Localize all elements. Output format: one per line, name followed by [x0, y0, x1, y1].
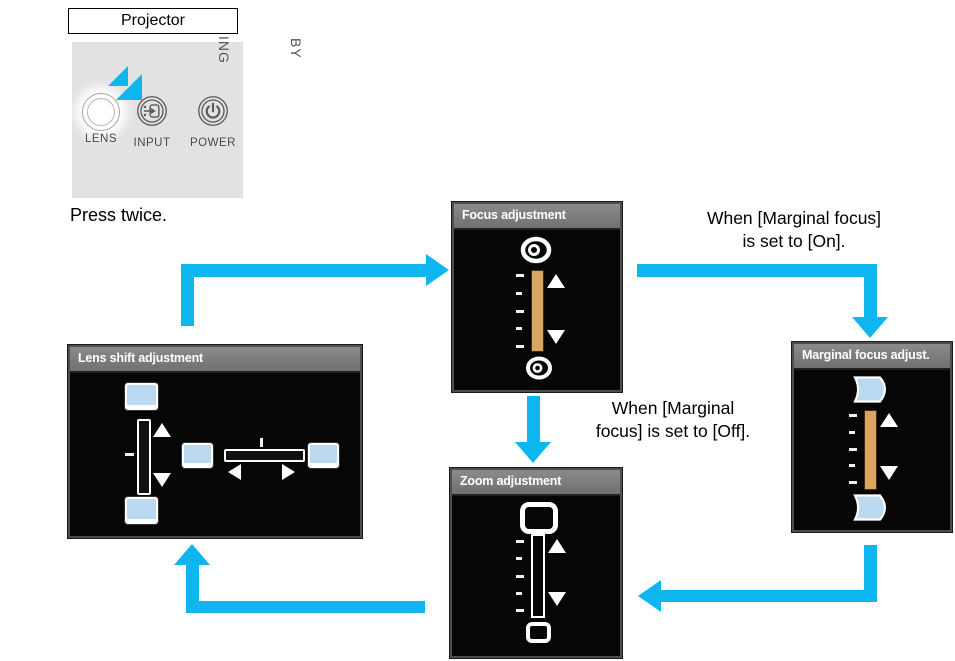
arrow-focus-to-marginal-horizontal — [637, 264, 877, 277]
shift-right-arrow-icon[interactable] — [282, 464, 295, 480]
marginal-on-note-line2: is set to [On]. — [742, 231, 846, 251]
lens-button-label: LENS — [84, 133, 118, 145]
screen-right-icon — [308, 443, 339, 468]
horizontal-shift-tick — [260, 438, 263, 447]
zoom-down-arrow-icon[interactable] — [548, 592, 566, 606]
zoom-tele-icon — [526, 622, 551, 643]
lens-button-face — [87, 98, 115, 126]
arrow-zoom-to-lensshift-vertical — [186, 565, 199, 613]
vertical-shift-tick — [125, 453, 134, 456]
power-button-label: POWER — [190, 137, 236, 149]
power-button[interactable]: POWER — [185, 92, 241, 149]
marginal-off-note-line2: focus] is set to [Off]. — [595, 421, 751, 441]
zoom-up-arrow-icon[interactable] — [548, 539, 566, 553]
zoom-adjustment-panel: Zoom adjustment — [450, 468, 622, 658]
lens-shift-panel-title: Lens shift adjustment — [70, 347, 360, 373]
marginal-on-note-line1: When [Marginal focus] — [706, 208, 882, 228]
power-icon — [198, 96, 228, 126]
focus-down-arrow-icon[interactable] — [547, 330, 565, 344]
press-cursor-icon — [108, 66, 142, 100]
focus-slider-ticks — [516, 274, 524, 348]
curved-lens-icon — [853, 494, 886, 521]
marginal-up-arrow-icon[interactable] — [880, 413, 898, 427]
arrow-down-head-icon — [852, 317, 888, 338]
lens-button-ring[interactable] — [82, 93, 120, 131]
arrow-down-head-icon — [515, 442, 551, 463]
marginal-panel-title: Marginal focus adjust. — [794, 344, 950, 370]
arrow-lensshift-to-focus-horizontal — [181, 264, 427, 277]
lens-button[interactable]: LENS — [73, 93, 129, 145]
arrow-zoom-to-lensshift-horizontal — [193, 601, 425, 613]
arrow-lensshift-to-focus-vertical — [181, 268, 194, 326]
screen-up-icon — [125, 383, 158, 410]
panel-print-standby: BY — [288, 38, 304, 59]
projector-label-box: Projector — [68, 8, 238, 34]
zoom-wide-icon — [520, 502, 558, 534]
input-button-label: INPUT — [133, 137, 171, 149]
arrow-right-head-icon — [426, 254, 449, 286]
marginal-slider-ticks — [849, 414, 857, 484]
screen-down-icon — [125, 497, 158, 524]
vertical-shift-track[interactable] — [137, 419, 151, 495]
shift-left-arrow-icon[interactable] — [228, 464, 241, 480]
arrow-left-head-icon — [638, 580, 661, 612]
curved-lens-icon — [853, 376, 886, 403]
zoom-panel-title: Zoom adjustment — [452, 470, 620, 496]
press-twice-note: Press twice. — [70, 205, 168, 225]
zoom-slider-ticks — [516, 540, 524, 612]
shift-up-arrow-icon[interactable] — [153, 423, 171, 437]
arrow-marginal-to-zoom-vertical — [864, 545, 877, 596]
marginal-down-arrow-icon[interactable] — [880, 466, 898, 480]
zoom-slider-bar[interactable] — [531, 534, 545, 618]
focus-panel-title: Focus adjustment — [454, 204, 620, 230]
arrow-up-head-icon — [174, 544, 210, 565]
focus-adjustment-panel: Focus adjustment — [452, 202, 622, 392]
screen-left-icon — [182, 443, 213, 468]
input-source-icon — [137, 96, 167, 126]
lens-shift-panel: Lens shift adjustment — [68, 345, 362, 538]
horizontal-shift-track[interactable] — [224, 449, 305, 462]
focus-ring-icon — [526, 356, 552, 380]
shift-down-arrow-icon[interactable] — [153, 473, 171, 487]
arrow-focus-to-zoom-vertical — [527, 396, 540, 443]
arrow-marginal-to-zoom-horizontal — [660, 590, 877, 602]
panel-print-warning: ING — [216, 36, 232, 64]
marginal-focus-panel: Marginal focus adjust. — [792, 342, 952, 532]
input-button[interactable]: INPUT — [124, 92, 180, 149]
marginal-off-note-line1: When [Marginal — [611, 398, 735, 418]
focus-slider-bar[interactable] — [531, 270, 544, 352]
marginal-off-note: When [Marginal focus] is set to [Off]. — [548, 397, 798, 443]
marginal-on-note: When [Marginal focus] is set to [On]. — [633, 207, 955, 253]
arrow-focus-to-marginal-vertical — [864, 264, 877, 318]
projector-control-panel: ING BY LENS INPUT — [72, 36, 304, 198]
focus-up-arrow-icon[interactable] — [547, 274, 565, 288]
projector-label: Projector — [120, 12, 186, 29]
marginal-slider-bar[interactable] — [864, 410, 877, 490]
focus-ring-icon — [520, 236, 552, 264]
